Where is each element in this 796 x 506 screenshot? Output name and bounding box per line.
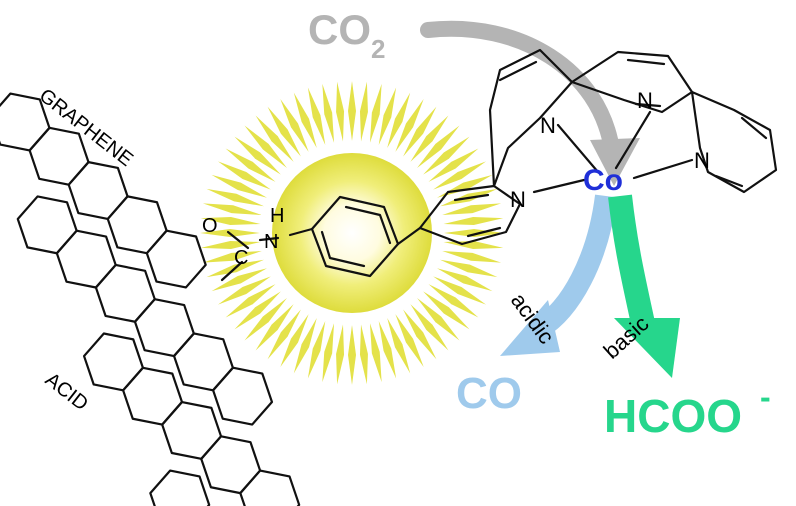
sun-ray: [369, 323, 382, 383]
sun-ray: [244, 125, 287, 168]
molecule-structure-icon: [220, 48, 778, 282]
sun-ray: [211, 268, 268, 292]
sun-ray: [369, 83, 382, 143]
product-formate-label: HCOO: [604, 390, 742, 442]
graphene-ring: [82, 332, 145, 392]
graphene-sheet: [0, 92, 301, 506]
sun-ray: [336, 324, 345, 385]
sun-ray: [410, 115, 449, 162]
acid-label: ACID: [41, 369, 92, 416]
amide-hydrogen-label: H: [270, 205, 284, 227]
sun-ray: [417, 298, 460, 341]
sun-ray: [322, 83, 335, 143]
sun-ray: [395, 314, 424, 368]
sun-ray: [410, 304, 449, 351]
sun-ray: [244, 298, 287, 341]
graphene-ring: [122, 366, 184, 426]
nitrogen-label-upper: N: [540, 113, 556, 138]
sun-ray: [433, 276, 487, 305]
nitrogen-label-lower: N: [510, 187, 526, 212]
basic-arrow-icon: [608, 194, 680, 378]
glow-disk: [272, 153, 432, 313]
acidic-arrow-icon: [500, 194, 617, 356]
sun-ray: [322, 323, 335, 383]
sun-ray: [200, 217, 261, 226]
sun-ray: [267, 106, 301, 157]
sun-ray: [348, 325, 356, 385]
sun-ray: [403, 106, 437, 157]
sun-ray: [423, 136, 470, 175]
sun-ray: [348, 81, 356, 141]
sun-ray: [442, 203, 502, 216]
graphene-ring: [145, 229, 207, 289]
sun-ray: [436, 268, 493, 292]
amide-carbon-label: C: [234, 247, 248, 269]
sun-ray: [217, 161, 271, 190]
sun-ray: [443, 240, 504, 249]
sun-ray: [359, 324, 368, 385]
sun-ray: [255, 115, 294, 162]
sun-ray: [403, 309, 437, 360]
amide-nitrogen-label: N: [264, 231, 278, 253]
sun-ray: [359, 81, 368, 142]
sun-ray: [293, 92, 317, 149]
sun-ray: [443, 217, 504, 226]
sun-ray: [417, 125, 460, 168]
product-co-label: CO: [456, 369, 522, 418]
sun-ray: [280, 98, 309, 152]
sun-ray: [307, 87, 326, 145]
graphene-ring: [133, 298, 195, 358]
graphene-ring: [94, 263, 156, 323]
formate-charge-label: -: [760, 379, 771, 415]
nitrogen-label-central: N: [637, 88, 653, 113]
graphene-ring: [55, 229, 117, 289]
amide-oxygen-label: O: [202, 215, 218, 237]
co2-subscript: 2: [371, 34, 385, 64]
sun-ray: [255, 304, 294, 351]
sun-ray: [423, 291, 470, 330]
sun-ray: [442, 250, 502, 263]
graphene-ring: [16, 195, 78, 255]
graphene-ring: [149, 469, 211, 506]
sun-ray: [428, 284, 479, 318]
sun-ray: [225, 148, 276, 182]
sun-ray: [387, 317, 411, 374]
nitrogen-label-right: N: [694, 148, 710, 173]
sun-ray: [225, 284, 276, 318]
sun-ray: [433, 161, 487, 190]
graphene-ring: [161, 400, 223, 460]
sun-ray: [440, 259, 498, 278]
graphene-ring: [239, 469, 301, 506]
sun-ray: [293, 317, 317, 374]
cobalt-label: Co: [583, 164, 623, 197]
sun-ray: [202, 203, 262, 216]
sun-ray: [428, 148, 479, 182]
sun-ray: [217, 276, 271, 305]
sun-ray: [200, 240, 261, 249]
sun-ray: [395, 98, 424, 152]
co2-label: CO: [308, 6, 371, 53]
sun-ray: [211, 174, 268, 198]
graphene-ring: [67, 161, 129, 221]
sun-ray: [307, 321, 326, 379]
sun-ray: [280, 314, 309, 368]
graphene-ring: [172, 332, 234, 392]
sun-ray: [234, 136, 281, 175]
graphene-ring: [200, 435, 262, 495]
sun-ray: [267, 309, 301, 360]
sun-ray: [202, 250, 262, 263]
sun-ray: [206, 188, 264, 207]
sunburst-glow-icon: [200, 81, 504, 385]
sun-ray: [234, 291, 281, 330]
sun-ray: [378, 321, 397, 379]
sun-ray: [387, 92, 411, 149]
graphene-ring: [212, 366, 274, 426]
sun-ray: [336, 81, 345, 142]
graphene-ring: [106, 195, 168, 255]
sun-ray: [378, 87, 397, 145]
